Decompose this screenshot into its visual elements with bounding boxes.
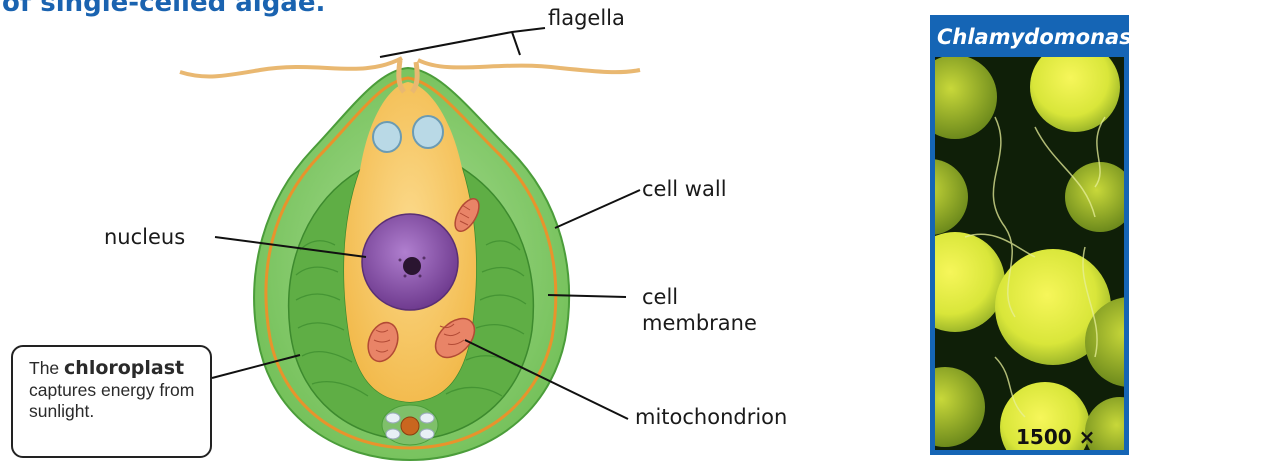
vacuole-right [413,116,443,148]
micrograph-title: Chlamydomonas [937,25,1132,49]
callout-prefix: The [29,358,59,378]
micrograph-image [935,57,1124,450]
label-cell-membrane-line1: cell [642,284,757,310]
label-cell-wall: cell wall [642,176,727,202]
label-mitochondrion: mitochondrion [635,404,787,430]
nucleolus [403,257,421,275]
label-nucleus: nucleus [104,224,185,250]
chloroplast-callout: The chloroplast captures energy from sun… [11,345,212,458]
callout-bold-term: chloroplast [64,357,184,379]
label-cell-membrane-line2: membrane [642,310,757,336]
label-cell-membrane: cell membrane [642,284,757,337]
vacuole-left [373,122,401,152]
callout-rest: captures energy from sunlight. [29,380,194,421]
flagellum-left [180,58,402,76]
magnification-label: 1500 × [1016,425,1095,449]
pyrenoid [382,405,438,445]
leader-flagella [380,28,545,57]
flagellum-right [418,60,640,72]
leader-cell-wall [555,190,640,228]
label-flagella: flagella [548,5,625,31]
micrograph-panel: Chlamydomonas [930,15,1129,455]
